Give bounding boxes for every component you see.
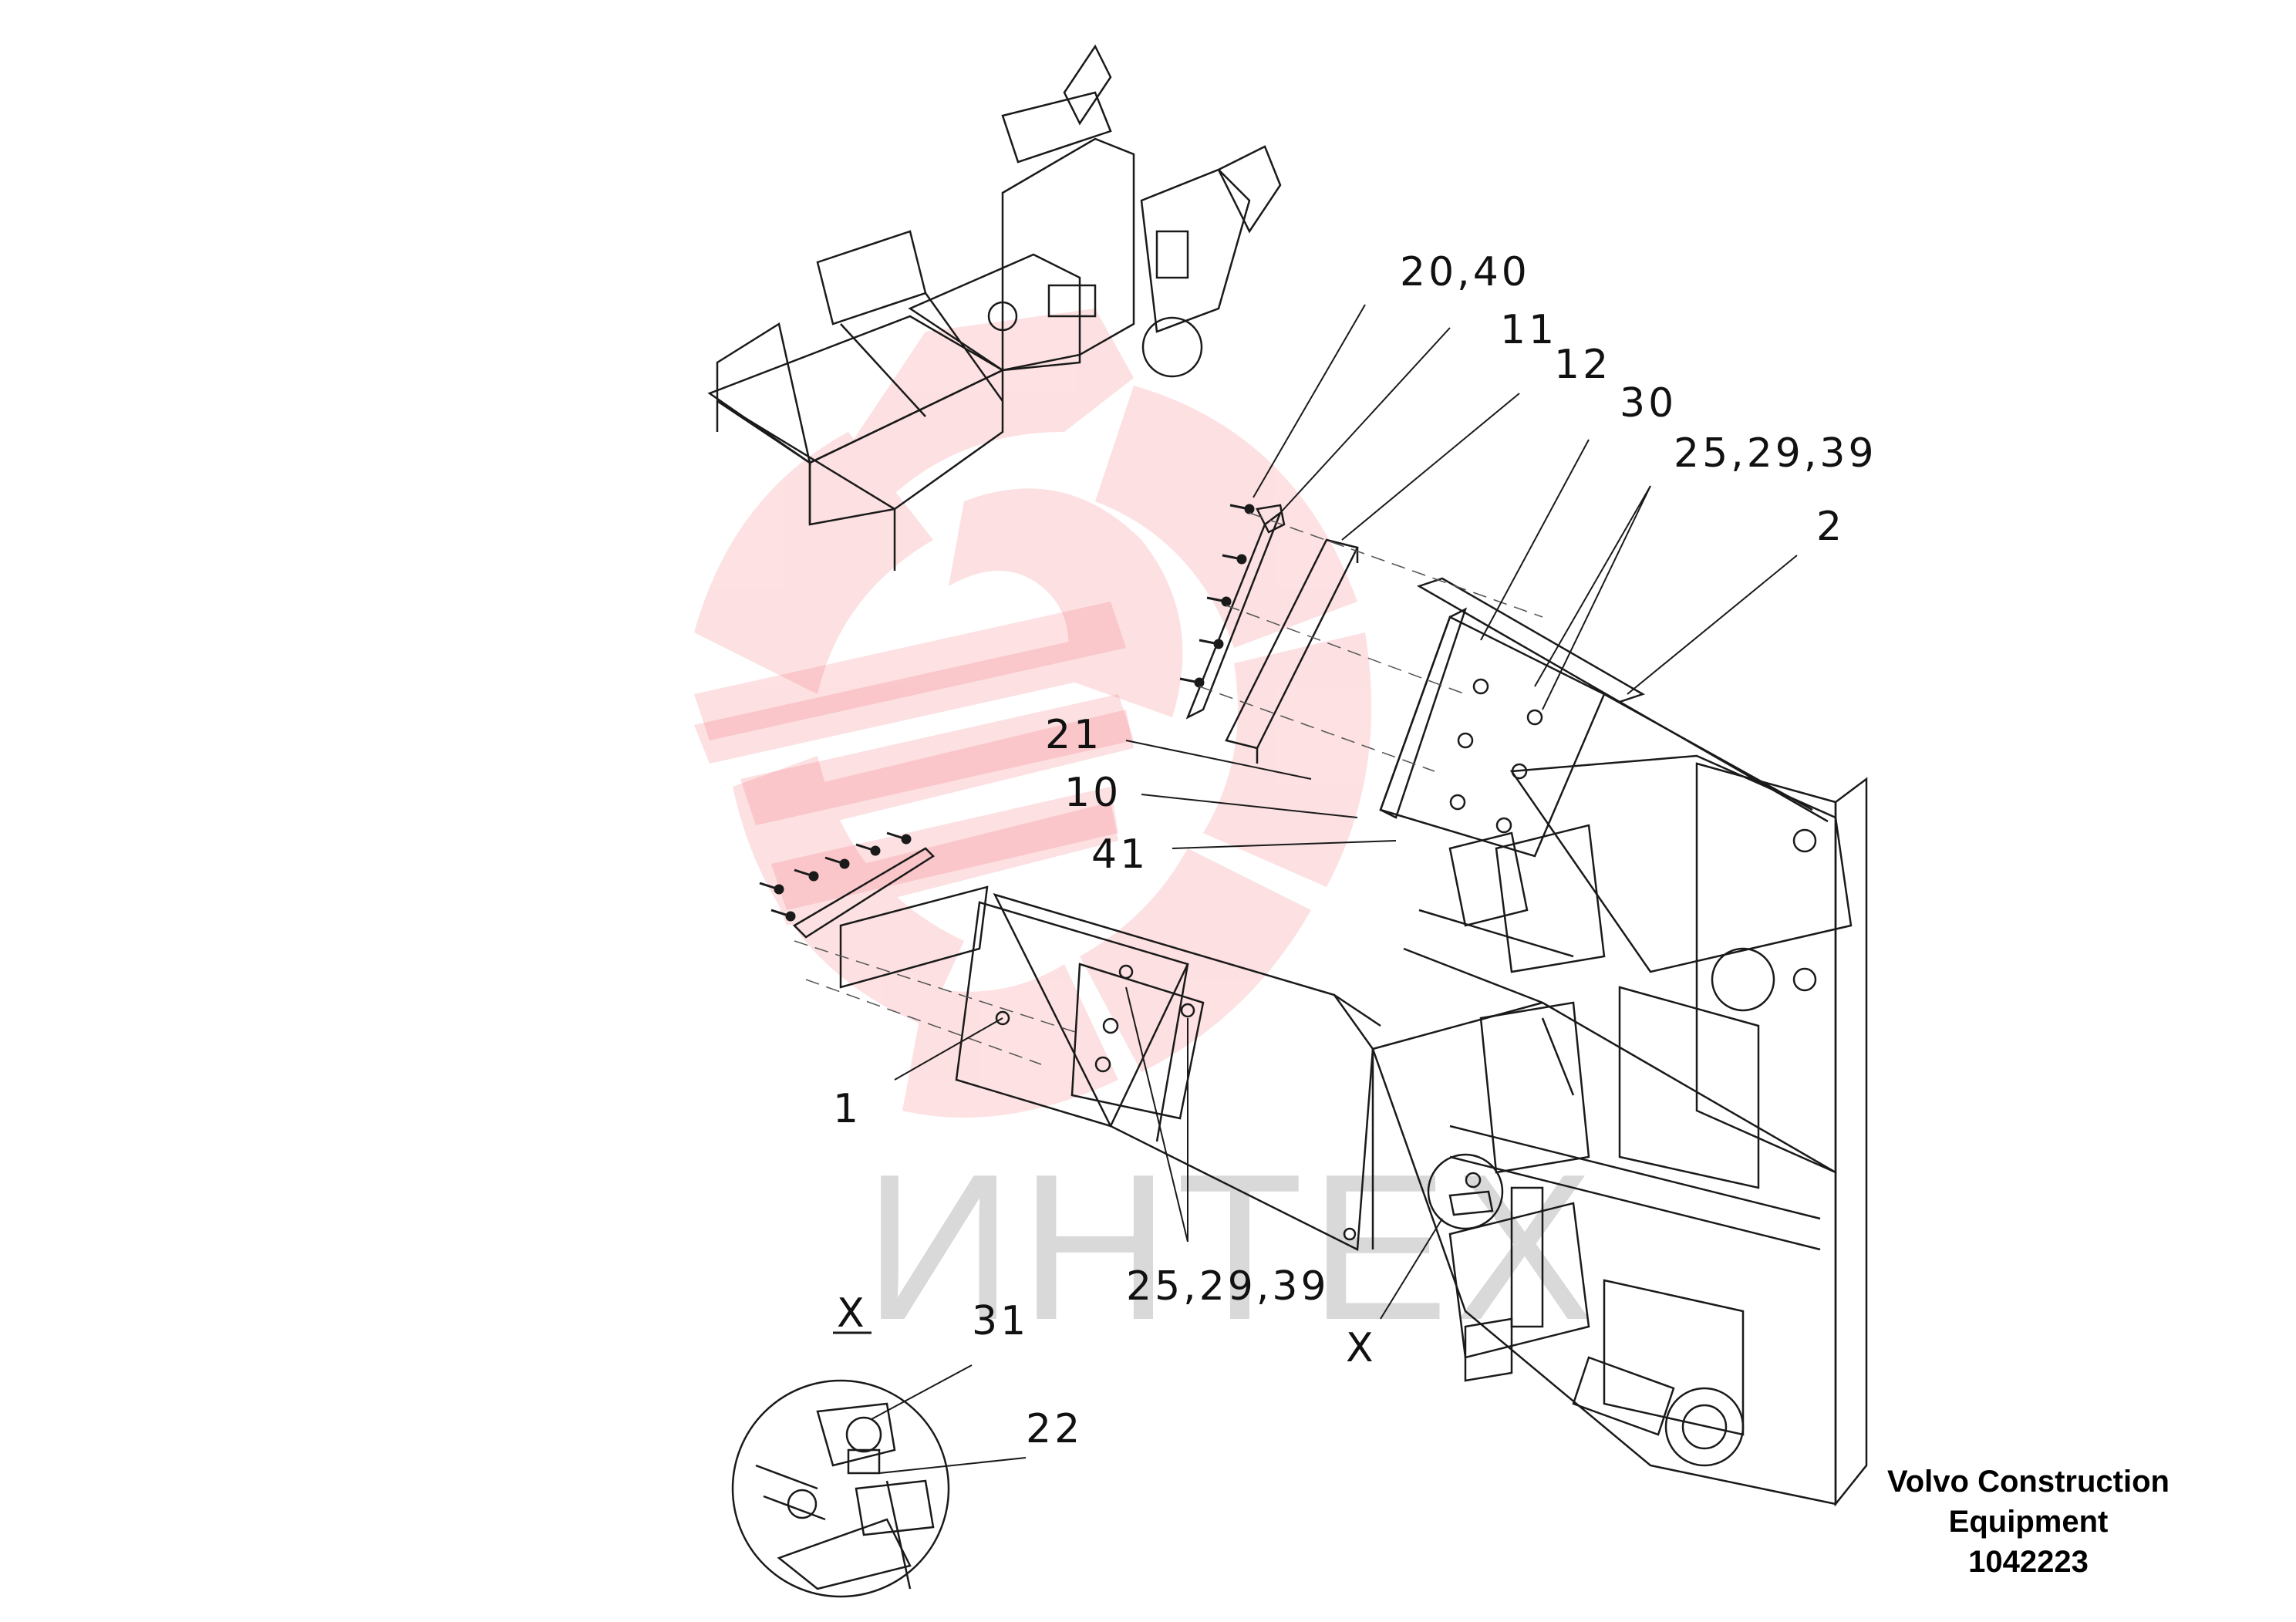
leader-lines	[871, 304, 1798, 1474]
watermark-stripes	[694, 602, 1134, 910]
callout-12: 12	[1554, 342, 1611, 388]
manufacturer-caption: Volvo Construction Equipment 1042223	[1851, 1462, 2206, 1582]
callout-25-29-39-top: 25,29,39	[1674, 430, 1877, 477]
overview-assembly	[707, 44, 1282, 571]
detail-view-x	[731, 1379, 950, 1598]
callout-1: 1	[833, 1086, 861, 1132]
cover-part-1	[955, 892, 1381, 1251]
callout-11: 11	[1500, 307, 1557, 353]
callout-x-marker: X	[1346, 1325, 1377, 1371]
callout-2: 2	[1816, 504, 1845, 550]
assembly-guide-lines	[794, 512, 1543, 1065]
callout-10: 10	[1064, 770, 1121, 816]
callout-20-40: 20,40	[1400, 249, 1530, 295]
chassis-frame	[1371, 754, 1868, 1507]
callout-25-29-39-bottom: 25,29,39	[1126, 1263, 1330, 1310]
plate-part-lower	[839, 885, 989, 989]
detail-title-x: X	[837, 1290, 868, 1337]
callout-21: 21	[1045, 712, 1102, 758]
callout-31: 31	[972, 1298, 1029, 1344]
bolt-set-lower	[759, 831, 912, 922]
detail-marker-x-circle	[1427, 1153, 1504, 1230]
caption-part-number: 1042223	[1968, 1545, 2089, 1579]
cover-part-2	[1379, 577, 1829, 858]
caption-line-1: Volvo Construction	[1887, 1465, 2170, 1499]
strip-part-lower	[792, 847, 935, 939]
plate-part-12	[1225, 538, 1359, 764]
caption-line-2: Equipment	[1948, 1505, 2109, 1539]
callout-22: 22	[1026, 1406, 1083, 1452]
callout-41: 41	[1091, 831, 1148, 878]
callout-30: 30	[1620, 380, 1677, 427]
strip-part-11	[1185, 504, 1286, 720]
watermark-gear-icon	[694, 309, 1372, 1118]
